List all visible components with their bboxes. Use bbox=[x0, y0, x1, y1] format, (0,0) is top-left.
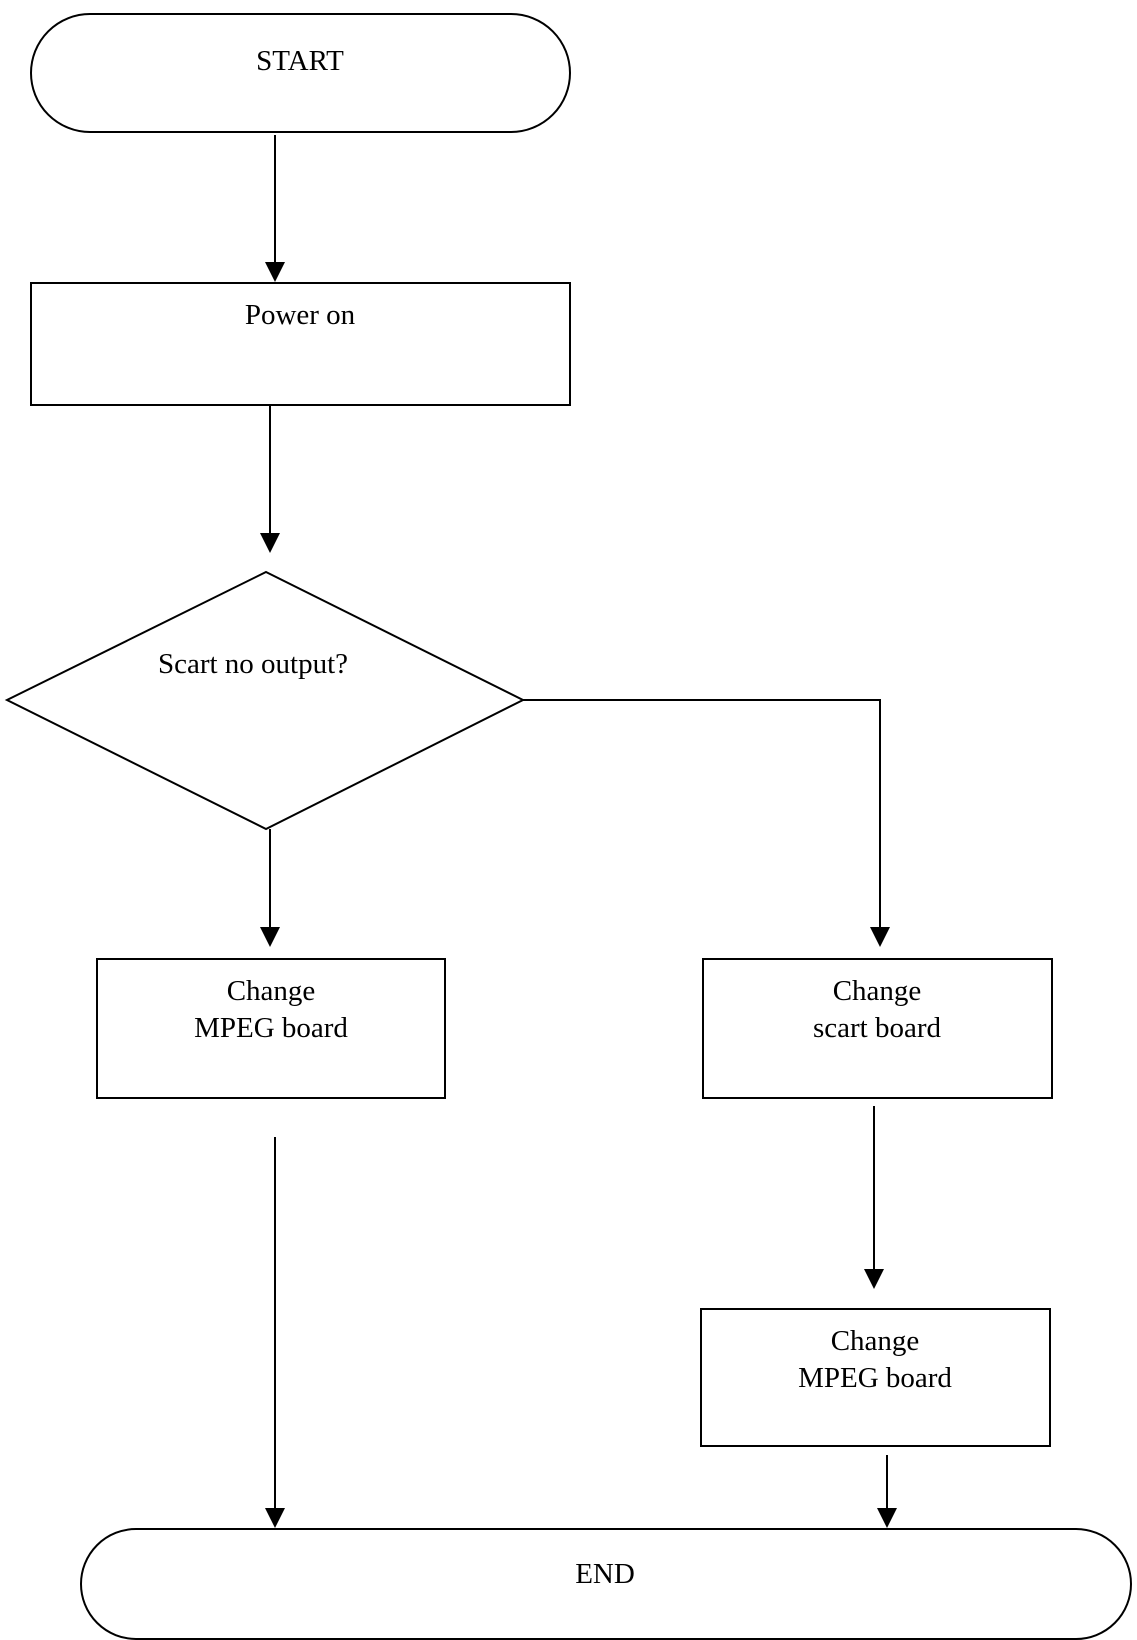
change-mpeg-right-line2: MPEG board bbox=[798, 1362, 952, 1394]
decision-diamond bbox=[4, 570, 526, 831]
change-scart-board-box bbox=[702, 958, 1053, 1099]
change-mpeg-board-right-box bbox=[700, 1308, 1051, 1447]
start-label: START bbox=[256, 45, 344, 77]
edge-decision-to-scart bbox=[523, 699, 881, 927]
decision-label: Scart no output? bbox=[158, 648, 348, 680]
change-mpeg-right-line1: Change bbox=[831, 1325, 920, 1357]
end-terminator bbox=[80, 1528, 1132, 1640]
end-label: END bbox=[575, 1558, 635, 1590]
arrowhead-scart-to-mpeg-right bbox=[864, 1269, 884, 1289]
change-mpeg-left-line1: Change bbox=[227, 975, 316, 1007]
arrowhead-decision-to-scart bbox=[870, 927, 890, 947]
start-terminator bbox=[30, 13, 571, 133]
arrowhead-mpeg-right-to-end bbox=[877, 1508, 897, 1528]
arrowhead-start-to-power bbox=[265, 262, 285, 282]
change-mpeg-board-left-box bbox=[96, 958, 446, 1099]
power-on-box bbox=[30, 282, 571, 406]
change-scart-line2: scart board bbox=[813, 1012, 942, 1044]
arrowhead-mpeg-left-to-end bbox=[265, 1508, 285, 1528]
power-on-label: Power on bbox=[245, 299, 356, 331]
arrowhead-decision-to-mpeg-left bbox=[260, 927, 280, 947]
arrowhead-power-to-decision bbox=[260, 533, 280, 553]
change-mpeg-left-line2: MPEG board bbox=[194, 1012, 348, 1044]
change-scart-line1: Change bbox=[833, 975, 922, 1007]
